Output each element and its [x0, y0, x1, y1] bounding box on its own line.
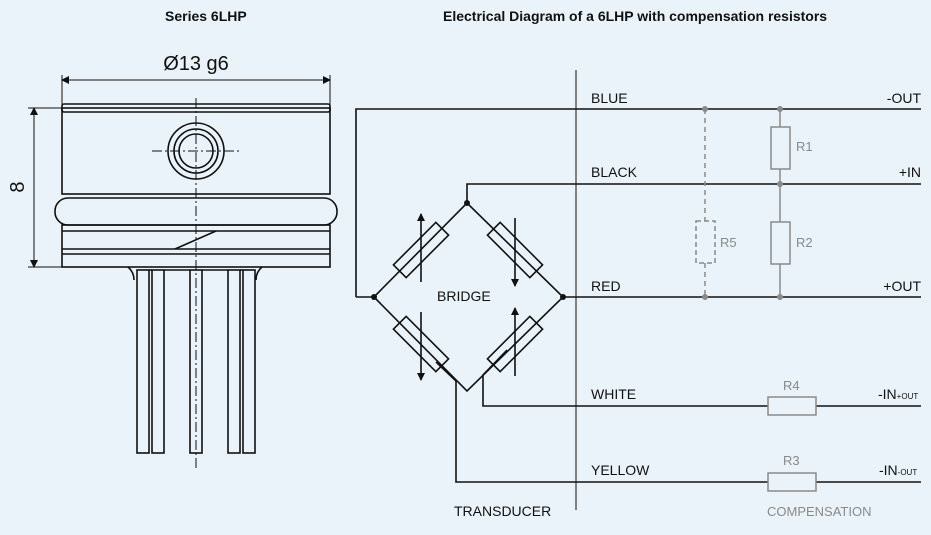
resistor-r3 — [767, 472, 817, 492]
wire-black — [466, 183, 921, 203]
signal-label-blue: -OUT — [887, 90, 922, 106]
r4-label: R4 — [783, 378, 800, 393]
signal-label-white: -IN+OUT — [878, 386, 918, 402]
resistor-r1 — [770, 126, 791, 170]
wire-label-red: RED — [591, 278, 621, 294]
signal-label-red: +OUT — [883, 278, 921, 294]
electrical-diagram: BRIDGE TRANSDUCER COMPENSATION BLUE BLAC… — [355, 70, 922, 519]
sensor-title: Series 6LHP — [165, 8, 247, 24]
resistor-r2 — [770, 221, 791, 265]
wire-label-white: WHITE — [591, 386, 636, 402]
sensor-drawing: Ø13 g6 8 — [7, 53, 338, 470]
bridge-resistor-bottom-right — [486, 307, 544, 376]
height-label: 8 — [7, 181, 29, 192]
bridge-label: BRIDGE — [437, 288, 491, 304]
compensation-network — [695, 106, 817, 492]
signal-label-yellow: -IN-OUT — [879, 462, 917, 478]
r5-label: R5 — [720, 235, 737, 250]
wire-label-black: BLACK — [591, 164, 638, 180]
wire-label-yellow: YELLOW — [591, 462, 650, 478]
r3-label: R3 — [783, 453, 800, 468]
signal-label-black: +IN — [899, 164, 921, 180]
wire-label-blue: BLUE — [591, 90, 628, 106]
resistor-r5 — [695, 220, 716, 264]
bridge-resistor-top-right — [486, 218, 544, 287]
bridge-resistor-bottom-left — [392, 312, 450, 381]
wire-yellow — [435, 361, 768, 483]
diagram-title: Electrical Diagram of a 6LHP with compen… — [443, 8, 828, 24]
compensation-label: COMPENSATION — [767, 504, 872, 519]
r2-label: R2 — [796, 235, 813, 250]
r1-label: R1 — [796, 139, 813, 154]
bridge-resistor-top-left — [392, 213, 450, 282]
transducer-label: TRANSDUCER — [454, 503, 551, 519]
wire-blue — [355, 108, 921, 297]
resistor-r4 — [767, 396, 817, 416]
diameter-label: Ø13 g6 — [163, 53, 229, 75]
